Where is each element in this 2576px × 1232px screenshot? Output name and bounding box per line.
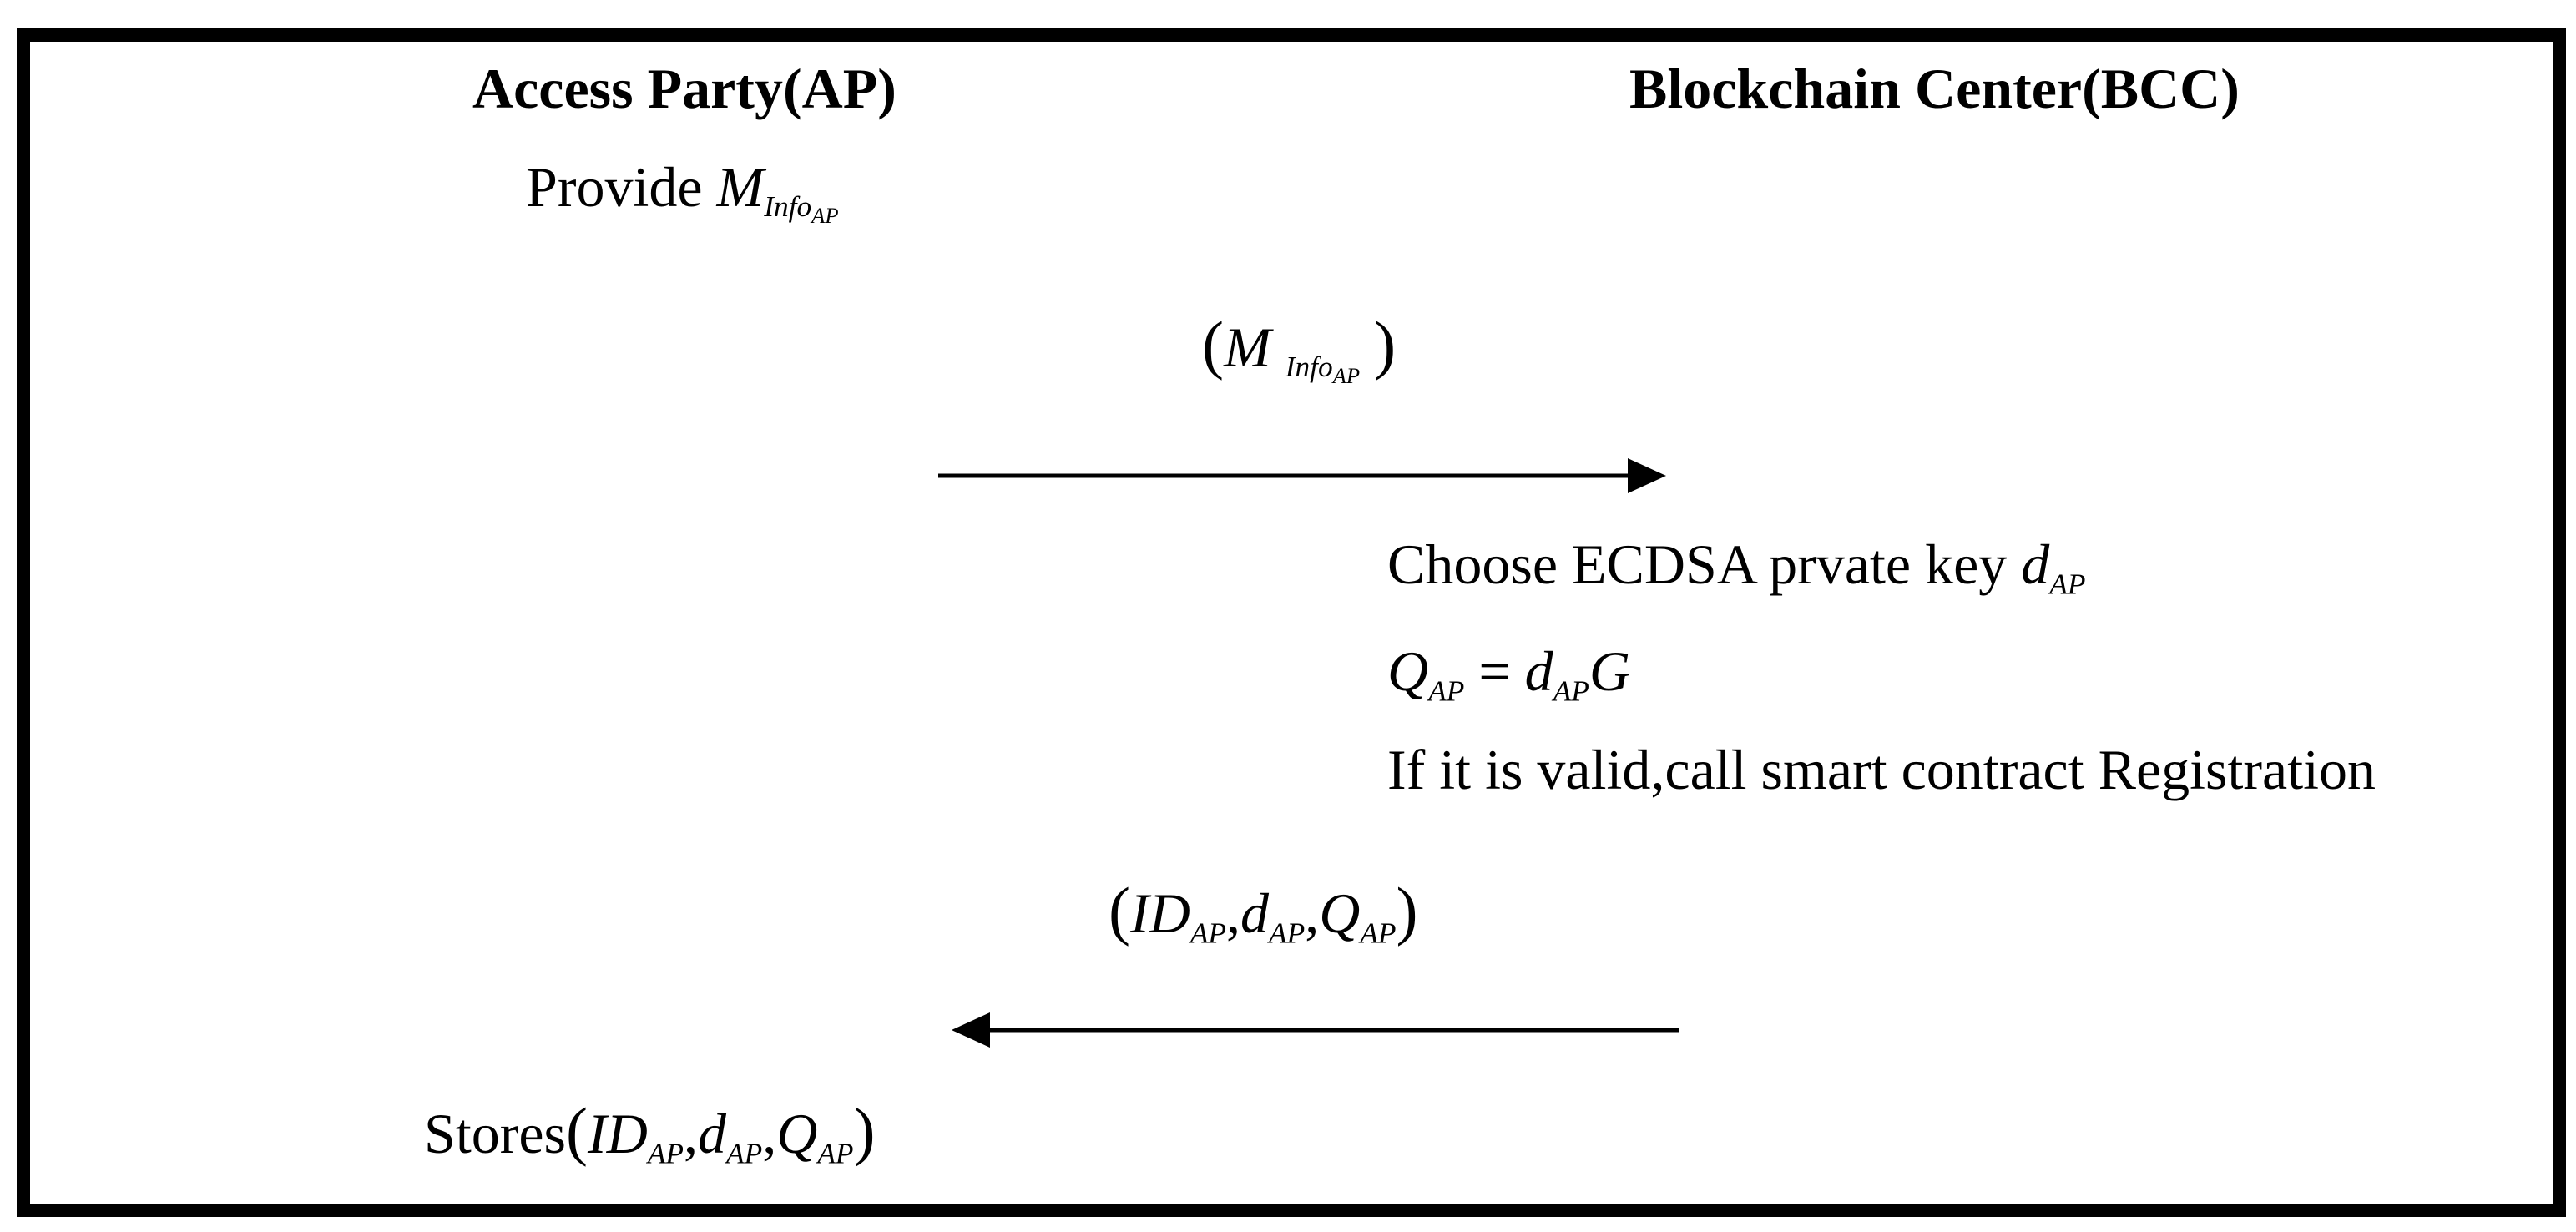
- diagram-frame: [17, 28, 2566, 1217]
- registration-step: If it is valid,call smart contract Regis…: [1387, 738, 2376, 801]
- message-2-label: (IDAP,dAP,QAP): [1109, 874, 1418, 950]
- arrow-to-bcc: [938, 458, 1666, 493]
- public-key-equation: QAP = dAPG: [1387, 639, 1630, 708]
- arrow-to-ap: [952, 1012, 1679, 1048]
- choose-key-step: Choose ECDSA prvate key dAP: [1387, 533, 2086, 601]
- stores-step: Stores(IDAP,dAP,QAP): [424, 1094, 876, 1170]
- blockchain-center-header: Blockchain Center(BCC): [1629, 57, 2240, 120]
- provide-step: Provide MInfoAP: [526, 155, 839, 229]
- message-1-label: (M InfoAP ): [1202, 308, 1397, 389]
- access-party-header: Access Party(AP): [472, 57, 897, 120]
